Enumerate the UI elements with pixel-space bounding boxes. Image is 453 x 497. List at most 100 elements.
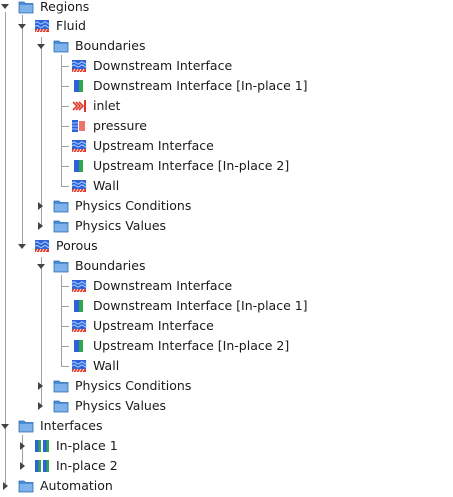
collapse-arrow[interactable] [20,442,25,450]
tree-line [61,106,69,107]
tree-line [61,55,62,186]
tree-node-fluid-physics-conditions[interactable]: Physics Conditions [53,196,191,216]
expand-arrow[interactable] [18,244,26,249]
tree-node-fluid-boundaries[interactable]: Boundaries [53,36,145,56]
tree-node-boundary[interactable]: Downstream Interface [In-place 1] [71,296,308,316]
tree-node-boundary[interactable]: Wall [71,176,119,196]
node-label: Upstream Interface [In-place 2] [93,338,290,353]
wall-boundary-icon [71,59,87,73]
tree-node-boundary[interactable]: Wall [71,356,119,376]
tree-node-regions[interactable]: Regions [18,0,89,17]
tree-node-porous[interactable]: Porous [34,236,98,256]
tree-node-boundary[interactable]: Upstream Interface [71,136,214,156]
interface-boundary-icon [71,79,87,93]
node-label: Porous [56,238,98,253]
inlet-boundary-icon [71,99,87,113]
tree-line [61,146,69,147]
wall-boundary-icon [71,279,87,293]
wall-boundary-icon [71,359,87,373]
node-label: Physics Conditions [75,198,192,213]
folder-icon [53,199,69,213]
node-label: Physics Conditions [75,378,192,393]
tree-node-boundary[interactable]: Upstream Interface [In-place 2] [71,156,289,176]
node-label: Downstream Interface [93,58,233,73]
tree-node-porous-physics-values[interactable]: Physics Values [53,396,166,416]
tree-line [41,257,42,406]
expand-arrow[interactable] [37,264,45,269]
node-label: Wall [93,358,120,373]
wall-boundary-icon [71,179,87,193]
collapse-arrow[interactable] [3,482,8,490]
tree-line [41,37,42,225]
tree-node-porous-physics-conditions[interactable]: Physics Conditions [53,376,191,396]
collapse-arrow[interactable] [38,202,43,210]
tree-line [61,126,69,127]
tree-line [61,306,69,307]
folder-icon [53,399,69,413]
pressure-outlet-icon [71,119,87,133]
node-label: Physics Values [75,398,167,413]
folder-icon [53,219,69,233]
node-label: Boundaries [75,38,146,53]
node-label: Boundaries [75,258,146,273]
node-label: Physics Values [75,218,167,233]
expand-arrow[interactable] [1,424,9,429]
tree-node-interface-item[interactable]: In-place 2 [34,456,118,476]
node-label: Fluid [56,18,86,33]
collapse-arrow[interactable] [38,402,43,410]
tree-node-boundary[interactable]: pressure [71,116,147,136]
tree-line [61,66,69,67]
interface-boundary-icon [71,159,87,173]
interface-boundary-icon [71,339,87,353]
node-label: Automation [40,478,113,493]
node-label: Interfaces [40,418,103,433]
node-label: inlet [93,98,121,113]
in-place-interface-icon [34,439,50,453]
in-place-interface-icon [34,459,50,473]
node-label: Downstream Interface [In-place 1] [93,298,308,313]
collapse-arrow[interactable] [20,462,25,470]
interface-boundary-icon [71,299,87,313]
collapse-arrow[interactable] [38,222,43,230]
tree-line [22,435,23,466]
tree-line [61,186,69,187]
tree-line [5,12,6,484]
tree-line [61,166,69,167]
node-label: pressure [93,118,147,133]
tree-node-boundary[interactable]: Upstream Interface [71,316,214,336]
node-label: In-place 1 [56,438,118,453]
node-label: Upstream Interface [93,138,214,153]
expand-arrow[interactable] [37,44,45,49]
node-label: In-place 2 [56,458,118,473]
collapse-arrow[interactable] [38,382,43,390]
expand-arrow[interactable] [18,24,26,29]
node-label: Regions [40,0,90,14]
folder-icon [18,0,34,14]
tree-line [61,366,69,367]
tree-node-porous-boundaries[interactable]: Boundaries [53,256,145,276]
tree-node-automation[interactable]: Automation [18,476,113,496]
expand-arrow[interactable] [1,4,9,9]
tree-line [61,326,69,327]
tree-node-fluid-physics-values[interactable]: Physics Values [53,216,166,236]
node-label: Upstream Interface [93,318,214,333]
wall-boundary-icon [71,319,87,333]
wall-boundary-icon [71,139,87,153]
node-label: Downstream Interface [93,278,233,293]
node-label: Upstream Interface [In-place 2] [93,158,290,173]
tree-node-boundary[interactable]: Downstream Interface [In-place 1] [71,76,308,96]
folder-icon [53,379,69,393]
tree-node-interfaces[interactable]: Interfaces [18,416,102,436]
tree-node-boundary[interactable]: Downstream Interface [71,276,232,296]
tree-line [61,275,62,366]
tree-node-fluid[interactable]: Fluid [34,16,86,36]
tree-node-boundary[interactable]: Upstream Interface [In-place 2] [71,336,289,356]
region-icon [34,19,50,33]
tree-node-interface-item[interactable]: In-place 1 [34,436,118,456]
tree-line [61,86,69,87]
node-label: Downstream Interface [In-place 1] [93,78,308,93]
tree-node-boundary[interactable]: inlet [71,96,120,116]
folder-icon [53,39,69,53]
tree-node-boundary[interactable]: Downstream Interface [71,56,232,76]
